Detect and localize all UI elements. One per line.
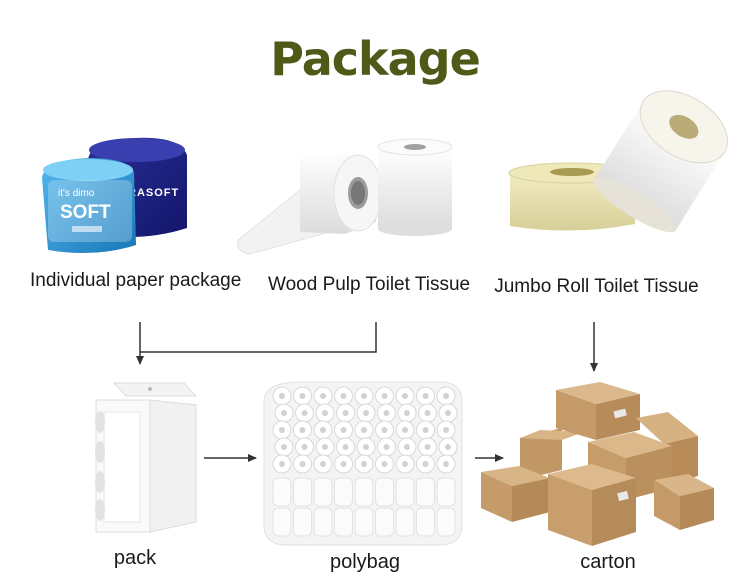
polybag-roll-side [272,507,292,537]
polybag-roll-core [340,427,347,433]
polybag-roll-side [436,507,456,537]
polybag-roll-core [301,444,308,450]
polybag-roll-core [443,427,449,433]
polybag-roll-core [279,427,285,433]
polybag-roll-core [340,461,347,467]
polybag-roll-core [320,427,326,433]
polybag-roll-side [272,477,292,507]
pack-image [95,382,198,533]
polybag-roll-core [320,461,326,467]
polybag-roll-core [279,393,285,399]
jumbo-roll-image [508,90,729,233]
front-soft-text: SOFT [60,202,111,223]
polybag-roll-core [381,427,388,433]
polybag-roll-side [313,477,333,507]
polybag-roll-side [395,507,415,537]
polybag-roll-side [354,477,374,507]
polybag-roll-side [395,477,415,507]
polybag-roll-core [299,461,306,467]
polybag-roll-core [320,393,326,399]
polybag-roll-core [340,393,347,399]
polybag-roll-core [342,444,349,450]
polybag-roll-core [299,393,306,399]
polybag-roll-side [416,477,435,507]
polybag-roll-core [424,444,431,450]
polybag-roll-core [422,461,429,467]
polybag-roll-core [363,410,369,416]
polybag-roll-core [443,393,449,399]
label-pack: pack [113,547,157,569]
front-brand-text: it's dimo [58,188,95,199]
polybag-roll-side [334,477,353,507]
polybag-roll-side [416,507,435,537]
polybag-roll-side [334,507,353,537]
polybag-roll-core [404,444,410,450]
flow-arrows [136,322,598,462]
polybag-roll-core [404,410,410,416]
polybag-roll-side [436,477,456,507]
polybag-roll-core [361,393,367,399]
polybag-roll-core [299,427,306,433]
polybag-roll-side [354,507,374,537]
label-individual-paper-package: Individual paper package [30,270,242,291]
back-brand-text: RASOFT [128,187,179,199]
polybag-roll-core [363,444,369,450]
polybag-roll-core [361,427,367,433]
label-polybag: polybag [329,551,401,573]
polybag-roll-core [422,427,429,433]
polybag-roll-core [322,444,328,450]
polybag-roll-core [443,461,449,467]
wood-pulp-roll-image [237,138,453,255]
polybag-roll-core [361,461,367,467]
polybag-roll-core [381,461,388,467]
polybag-roll-core [424,410,431,416]
polybag-roll-side [293,477,312,507]
polybag-roll-core [281,410,287,416]
polybag-roll-core [342,410,349,416]
polybag-roll-core [445,410,451,416]
polybag-roll-core [381,393,388,399]
polybag-roll-side [313,507,333,537]
polybag-roll-core [402,427,408,433]
label-carton: carton [580,551,636,573]
polybag-roll-core [301,410,308,416]
label-wood-pulp-toilet-tissue: Wood Pulp Toilet Tissue [268,274,471,295]
page-title: Package [270,32,481,86]
polybag-roll-core [279,461,285,467]
polybag-image [263,381,463,546]
polybag-roll-core [322,410,328,416]
polybag-roll-side [375,507,394,537]
polybag-roll-core [383,410,390,416]
individual-package-image: RASOFT it's dimo SOFT [42,137,187,254]
polybag-roll-core [383,444,390,450]
polybag-roll-side [293,507,312,537]
polybag-roll-core [402,461,408,467]
polybag-roll-core [422,393,429,399]
label-jumbo-roll-toilet-tissue: Jumbo Roll Toilet Tissue [494,276,699,297]
polybag-roll-core [445,444,451,450]
polybag-roll-core [402,393,408,399]
carton-image [481,382,714,546]
polybag-roll-core [281,444,287,450]
arrow-wood-to-pack [140,322,377,353]
polybag-roll-side [375,477,394,507]
